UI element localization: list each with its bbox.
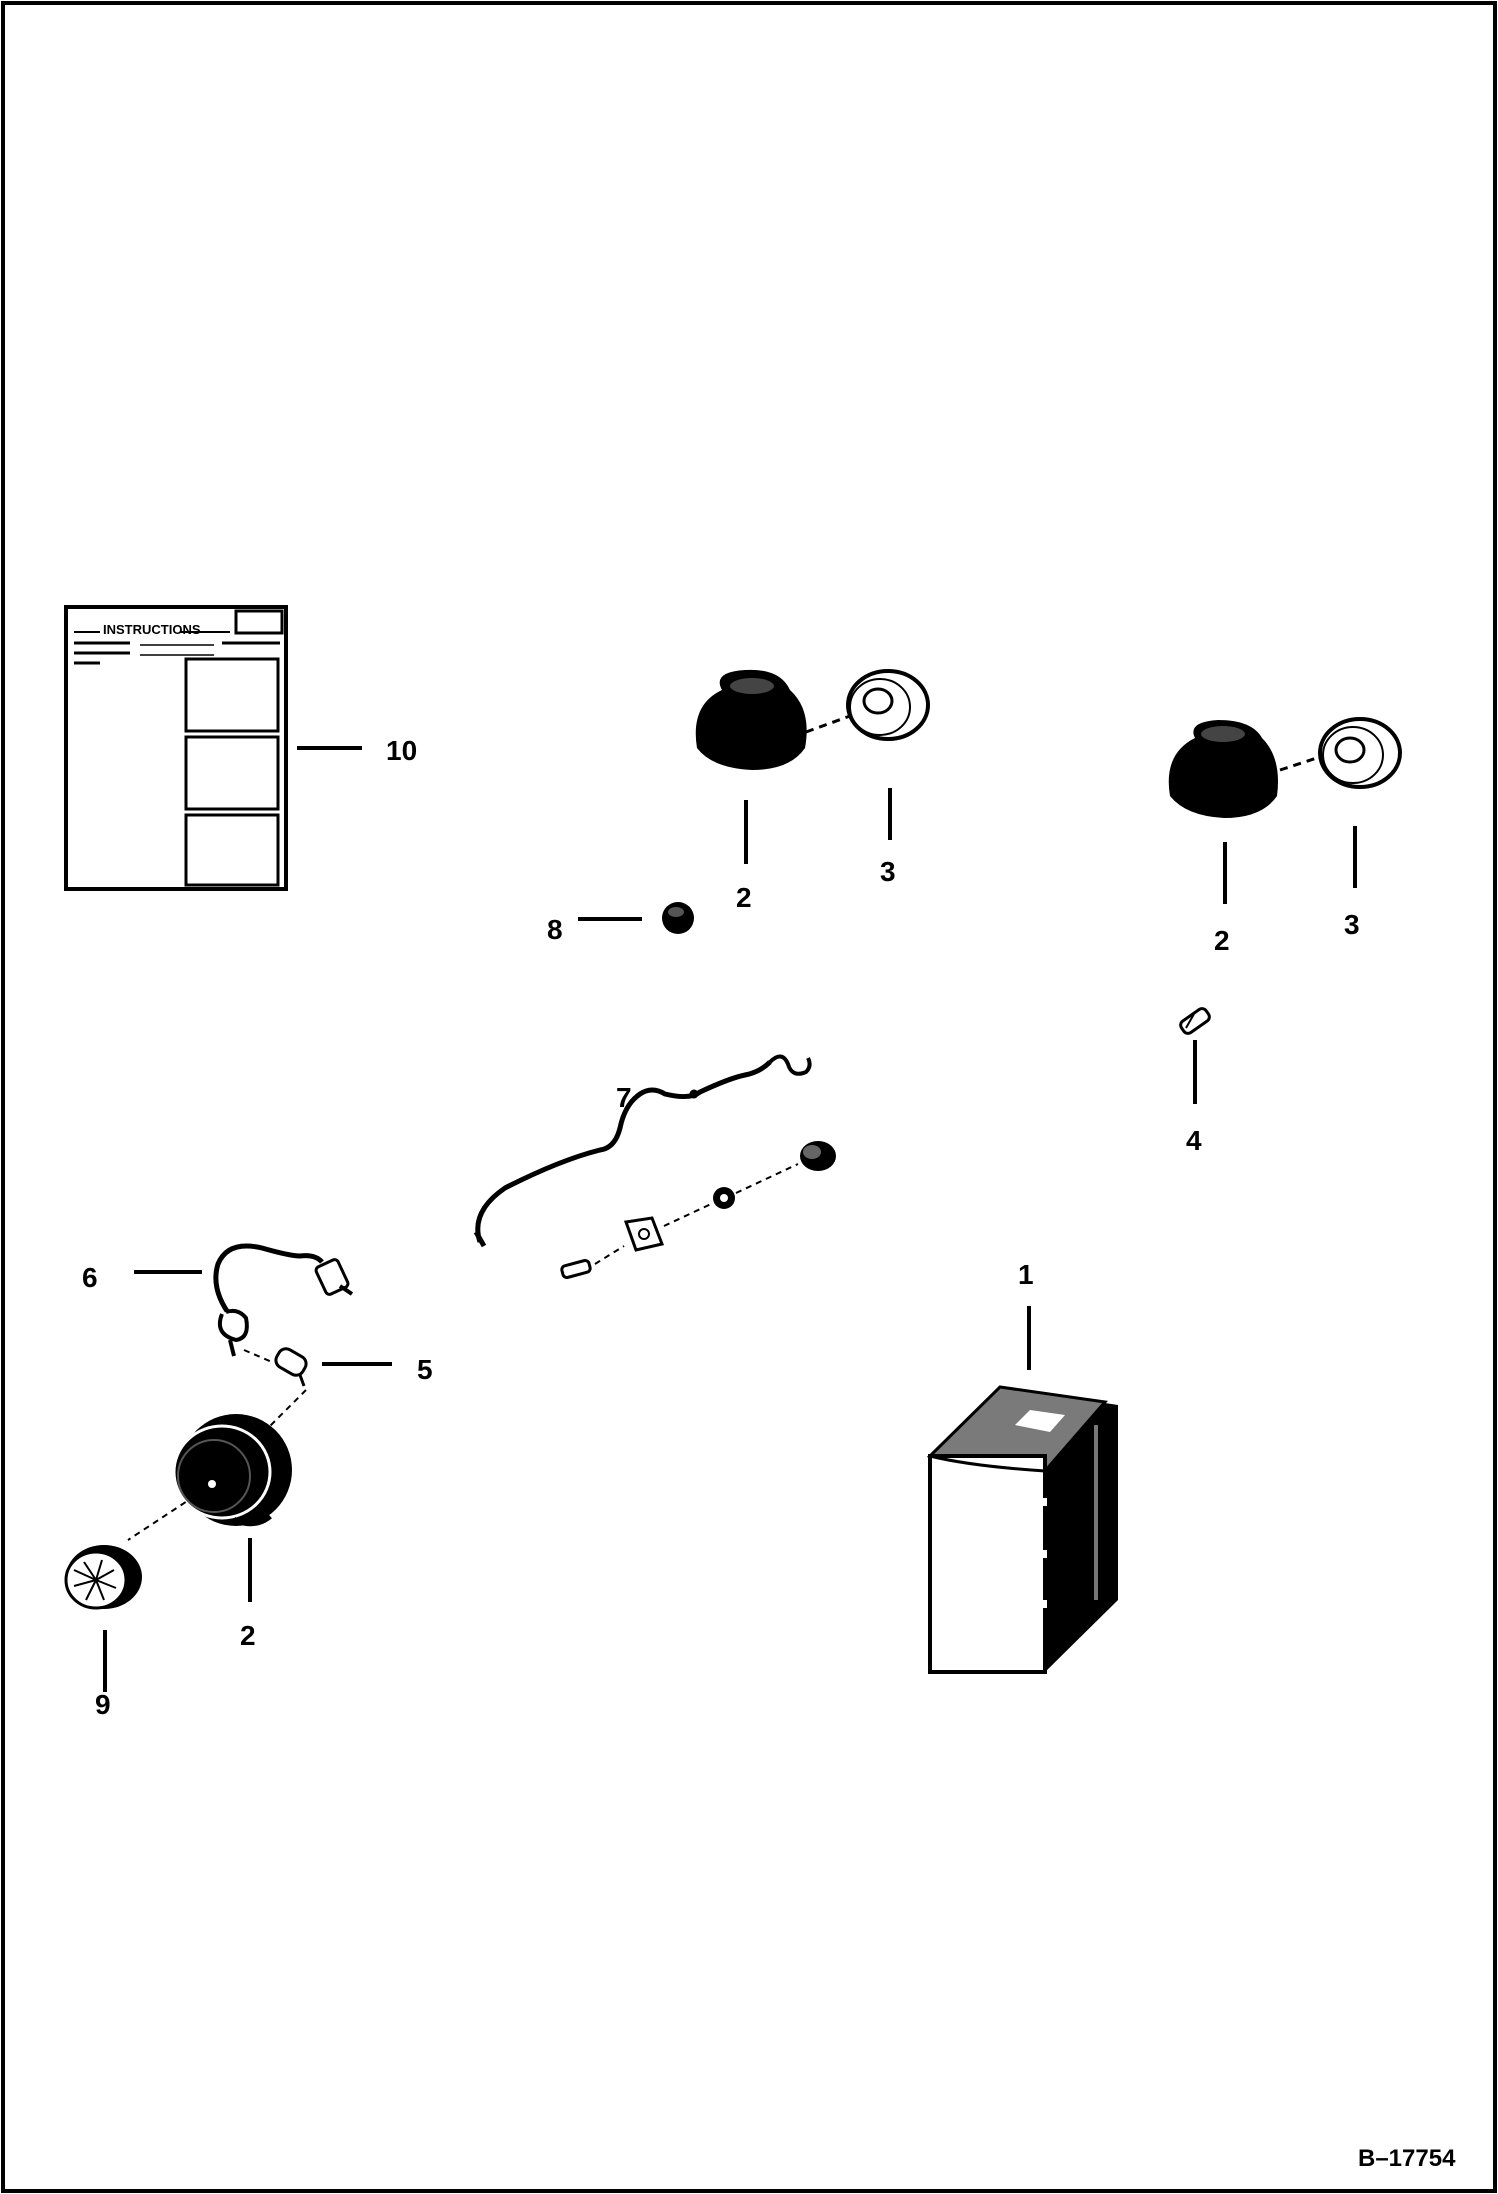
callout-2-right: 2 — [1214, 925, 1230, 956]
screw-icon — [560, 1258, 592, 1280]
lens-icon — [64, 1545, 142, 1610]
grommet-icon — [662, 902, 694, 934]
callout-1: 1 — [1018, 1259, 1034, 1290]
lens-ring-icon — [846, 669, 930, 741]
instructions-sheet-icon: INSTRUCTIONS — [64, 605, 288, 891]
wire-harness-icon — [473, 1054, 812, 1248]
callout-5: 5 — [417, 1354, 433, 1385]
callout-3-right: 3 — [1344, 909, 1360, 940]
bulb-icon — [274, 1347, 308, 1387]
callout-6: 6 — [82, 1262, 98, 1293]
battery-icon — [926, 1385, 1118, 1674]
lens-ring-icon — [1318, 717, 1402, 789]
callout-4: 4 — [1186, 1125, 1202, 1156]
callout-9: 9 — [95, 1689, 111, 1720]
socket-grommet-icon — [800, 1141, 836, 1171]
bolt-icon — [1179, 1007, 1211, 1035]
lamp-housing-icon — [695, 669, 807, 770]
callout-2-top: 2 — [736, 882, 752, 913]
lamp-housing-icon — [172, 1414, 292, 1527]
pigtail-connector-icon — [213, 1243, 354, 1357]
callout-7: 7 — [616, 1082, 632, 1113]
callout-10: 10 — [386, 735, 417, 766]
callout-3-top: 3 — [880, 856, 896, 887]
clip-icon — [623, 1216, 665, 1252]
instructions-heading: INSTRUCTIONS — [103, 622, 201, 637]
figure-id: B–17754 — [1358, 2145, 1456, 2172]
callout-2-bottom: 2 — [240, 1620, 256, 1651]
nut-icon — [713, 1187, 735, 1209]
callout-8: 8 — [547, 914, 563, 945]
lamp-housing-icon — [1168, 720, 1278, 818]
